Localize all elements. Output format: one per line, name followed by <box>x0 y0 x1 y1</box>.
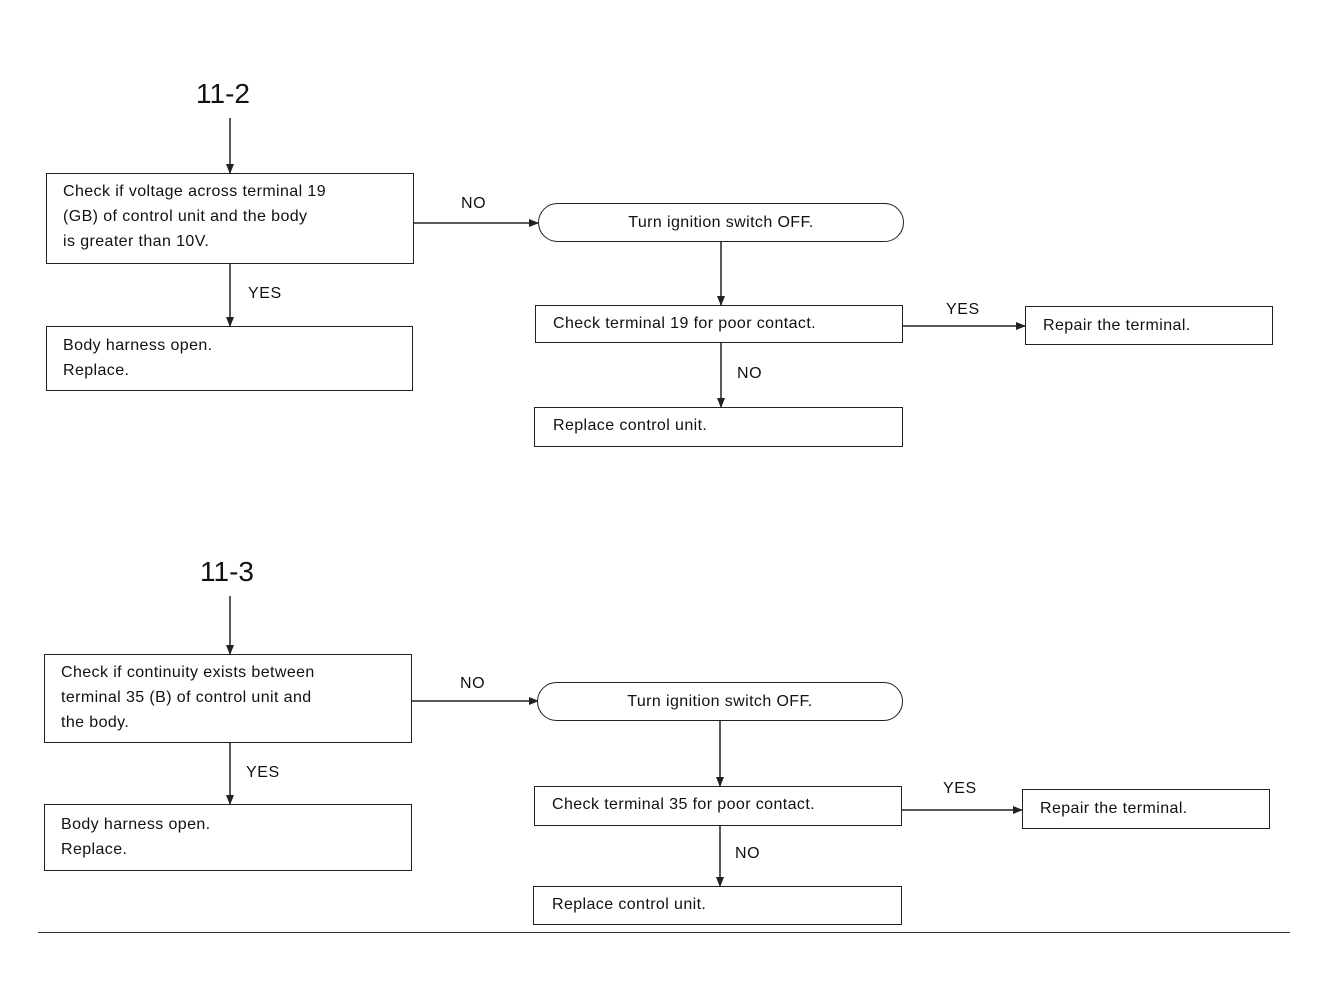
body-harness-result-box: Body harness open. Replace. <box>46 326 413 391</box>
yes-label: YES <box>248 285 282 302</box>
box-line: Check if voltage across terminal 19 <box>63 183 326 200</box>
box-line: Replace control unit. <box>552 896 707 913</box>
box-line: the body. <box>61 714 130 731</box>
ignition-off-step: Turn ignition switch OFF. <box>538 203 904 242</box>
box-line: Repair the terminal. <box>1043 317 1191 334</box>
page-divider <box>38 932 1290 933</box>
continuity-check-box: Check if continuity exists between termi… <box>44 654 412 743</box>
terminal-check-box: Check terminal 35 for poor contact. <box>534 786 902 826</box>
replace-control-unit-box: Replace control unit. <box>534 407 903 447</box>
box-line: Body harness open. <box>63 337 213 354</box>
repair-terminal-box: Repair the terminal. <box>1022 789 1270 829</box>
flow-heading-11-3: 11-3 <box>200 556 254 587</box>
yes-label: YES <box>246 764 280 781</box>
terminal-check-box: Check terminal 19 for poor contact. <box>535 305 903 343</box>
box-line: terminal 35 (B) of control unit and <box>61 689 312 706</box>
no-label: NO <box>735 845 761 862</box>
box-line: Repair the terminal. <box>1040 800 1188 817</box>
box-line: Replace. <box>61 841 128 858</box>
body-harness-result-box: Body harness open. Replace. <box>44 804 412 871</box>
replace-control-unit-box: Replace control unit. <box>533 886 902 925</box>
repair-terminal-box: Repair the terminal. <box>1025 306 1273 345</box>
box-line: Check terminal 19 for poor contact. <box>553 315 817 332</box>
flow-heading-11-2: 11-2 <box>196 78 250 109</box>
box-line: Check terminal 35 for poor contact. <box>552 796 816 813</box>
box-line: Replace control unit. <box>553 417 708 434</box>
box-line: Replace. <box>63 362 130 379</box>
box-line: (GB) of control unit and the body <box>63 208 308 225</box>
box-line: Check if continuity exists between <box>61 664 315 681</box>
voltage-check-box: Check if voltage across terminal 19 (GB)… <box>46 173 414 264</box>
yes-label: YES <box>946 301 980 318</box>
no-label: NO <box>460 675 486 692</box>
box-line: is greater than 10V. <box>63 233 210 250</box>
ignition-off-step: Turn ignition switch OFF. <box>537 682 903 721</box>
box-line: Body harness open. <box>61 816 211 833</box>
no-label: NO <box>737 365 763 382</box>
yes-label: YES <box>943 780 977 797</box>
no-label: NO <box>461 195 487 212</box>
